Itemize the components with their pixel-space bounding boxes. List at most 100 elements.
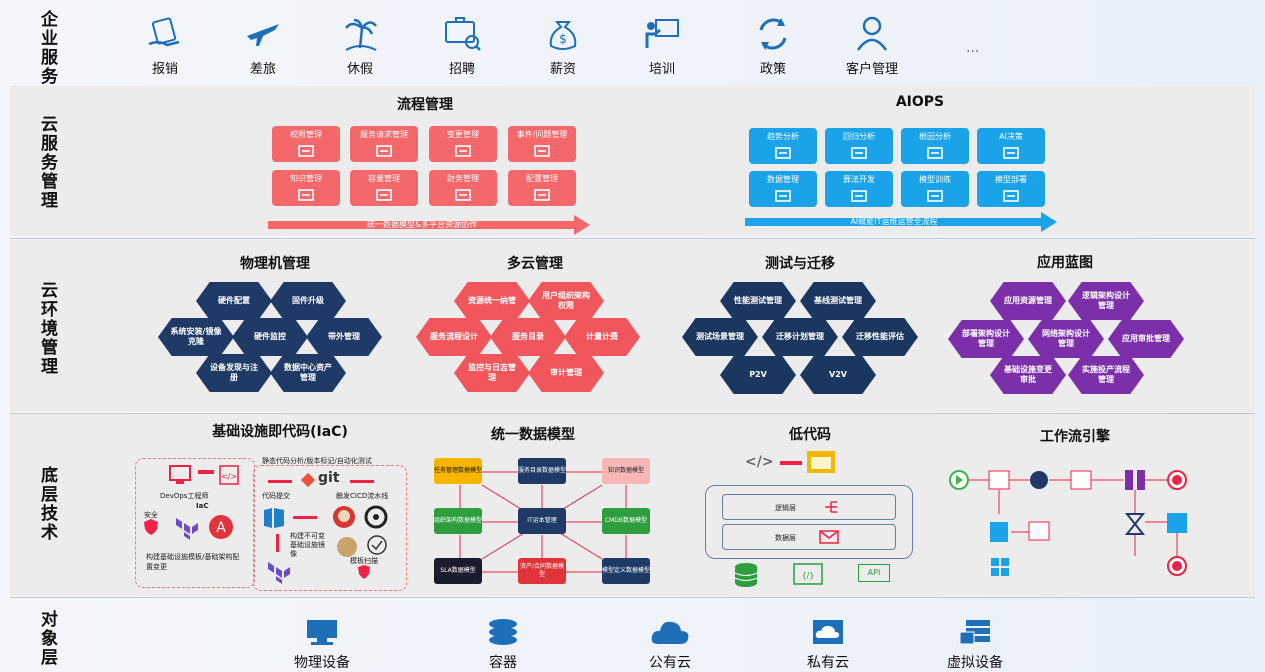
module-card[interactable]: AI决策	[977, 128, 1045, 164]
service-policy[interactable]: 政策	[738, 14, 808, 77]
algorithm-icon	[851, 190, 867, 202]
hex-module[interactable]: 计量计费	[564, 318, 640, 356]
hex-module[interactable]: V2V	[800, 356, 876, 394]
hex-module[interactable]: 硬件监控	[232, 318, 308, 356]
module-card-label: 财务管理	[447, 174, 479, 183]
hex-module[interactable]: 用户组织架构权限	[528, 282, 604, 320]
data-model-box[interactable]: 知识数据模型	[602, 458, 650, 484]
database-icon	[734, 563, 758, 587]
object-private-cloud[interactable]: 私有云	[798, 618, 858, 672]
module-card[interactable]: 模型部署	[977, 171, 1045, 207]
service-training[interactable]: 培训	[627, 14, 697, 77]
data-model-box[interactable]: CMDB数据模型	[602, 508, 650, 534]
row-label-foundation: 底层技术	[37, 466, 57, 542]
data-model-box[interactable]: 模型定义数据模型	[602, 558, 650, 584]
hex-module[interactable]: 基线测试管理	[800, 282, 876, 320]
module-card[interactable]: 变更管理	[429, 126, 497, 162]
hex-module[interactable]: 服务目录	[490, 318, 566, 356]
hex-module[interactable]: 测试场景管理	[682, 318, 758, 356]
airplane-icon	[247, 24, 279, 46]
module-card-label: AI决策	[999, 132, 1023, 141]
hex-module[interactable]: 审计管理	[528, 354, 604, 392]
module-card[interactable]: 数据管理	[749, 171, 817, 207]
hex-module[interactable]: 实施投产流程管理	[1068, 356, 1144, 394]
service-label: 客户管理	[845, 62, 898, 77]
hex-module-label: 应用审批管理	[1122, 334, 1170, 343]
module-card[interactable]: 财务管理	[429, 170, 497, 206]
service-vacation[interactable]: 休假	[325, 14, 395, 77]
hex-module[interactable]: 数据中心资产管理	[270, 354, 346, 392]
module-card[interactable]: 模型训练	[901, 171, 969, 207]
hex-module-label: 用户组织架构权限	[542, 291, 590, 310]
hex-module-label: 硬件配置	[218, 296, 250, 305]
ansible-icon: A	[209, 515, 233, 539]
module-card[interactable]: 趋势分析	[749, 128, 817, 164]
code-file-icon: </>	[219, 465, 239, 485]
hex-module[interactable]: 迁移性能评估	[842, 318, 918, 356]
hex-module[interactable]: P2V	[720, 356, 796, 394]
service-label: 休假	[346, 62, 373, 77]
arrow	[268, 480, 292, 483]
module-card-label: 容量管理	[368, 174, 400, 183]
hex-module[interactable]: 监控与日志管理	[454, 354, 530, 392]
module-card[interactable]: 服务请求管理	[350, 126, 418, 162]
hex-module[interactable]: 硬件配置	[196, 282, 272, 320]
module-card[interactable]: 事件/问题管理	[508, 126, 576, 162]
hex-module[interactable]: 资源统一纳管	[454, 282, 530, 320]
users-icon	[298, 145, 314, 157]
arrow	[293, 516, 317, 519]
service-customer[interactable]: 客户管理	[836, 14, 908, 77]
svg-text:{/}: {/}	[802, 571, 815, 580]
devops-icon	[169, 465, 191, 484]
object-physical[interactable]: 物理设备	[286, 618, 358, 672]
data-model-box[interactable]: IT运本管理	[518, 508, 566, 534]
service-recruit[interactable]: 招聘	[427, 14, 497, 77]
module-card[interactable]: 根因分析	[901, 128, 969, 164]
service-reimburse[interactable]: 报销	[130, 14, 200, 77]
hex-module[interactable]: 固件升级	[270, 282, 346, 320]
process-mgmt-title: 流程管理	[397, 97, 453, 113]
hex-module[interactable]: 性能测试管理	[720, 282, 796, 320]
module-card[interactable]: 容量管理	[350, 170, 418, 206]
module-card-label: 模型训练	[919, 175, 951, 184]
data-layer-label: 数据层	[775, 534, 796, 542]
hex-module[interactable]: 设备发现与注册	[196, 354, 272, 392]
hex-module[interactable]: 应用审批管理	[1108, 320, 1184, 358]
hex-module-label: 带外管理	[328, 332, 360, 341]
scan-label: 模板扫描	[350, 557, 378, 565]
mail-icon	[819, 530, 839, 544]
more-services-ellipsis: ...	[966, 40, 980, 56]
hex-module[interactable]: 应用资源管理	[990, 282, 1066, 320]
object-container[interactable]: 容器	[478, 618, 528, 672]
jenkins-icon	[333, 506, 355, 528]
brain-icon	[927, 147, 943, 159]
hex-module[interactable]: 迁移计划管理	[762, 318, 838, 356]
hex-module[interactable]: 逻辑架构设计管理	[1068, 282, 1144, 320]
hex-module[interactable]: 网络架构设计管理	[1028, 320, 1104, 358]
data-model-box[interactable]: 任务管理数据模型	[434, 458, 482, 484]
hex-module[interactable]: 基础设施变更审批	[990, 356, 1066, 394]
divider	[10, 413, 1255, 414]
service-salary[interactable]: $ 薪资	[528, 14, 598, 77]
module-card[interactable]: 权限管理	[272, 126, 340, 162]
hex-module[interactable]: 部署架构设计管理	[948, 320, 1024, 358]
module-card[interactable]: 配置管理	[508, 170, 576, 206]
object-public-cloud[interactable]: 公有云	[642, 618, 698, 672]
hex-module[interactable]: 系统安装/镜像克隆	[158, 318, 234, 356]
service-travel[interactable]: 差旅	[228, 14, 298, 77]
object-virtual[interactable]: 虚拟设备	[936, 618, 1014, 672]
hex-module[interactable]: 带外管理	[306, 318, 382, 356]
module-card[interactable]: 算法开发	[825, 171, 893, 207]
data-model-box[interactable]: SLA数据模型	[434, 558, 482, 584]
monitor-icon	[307, 620, 337, 645]
logic-layer-box: 逻辑层	[722, 494, 896, 520]
data-model-box[interactable]: 服务目录数据模型	[518, 458, 566, 484]
data-model-box[interactable]: 组织架构数据模型	[434, 508, 482, 534]
module-card[interactable]: 回归分析	[825, 128, 893, 164]
private-cloud-icon	[813, 620, 843, 644]
physical-title: 物理机管理	[240, 256, 310, 272]
data-model-box[interactable]: 资产/合同数据模型	[518, 558, 566, 584]
module-card-label: 趋势分析	[767, 132, 799, 141]
hex-module[interactable]: 服务流程设计	[416, 318, 492, 356]
module-card[interactable]: 知识管理	[272, 170, 340, 206]
